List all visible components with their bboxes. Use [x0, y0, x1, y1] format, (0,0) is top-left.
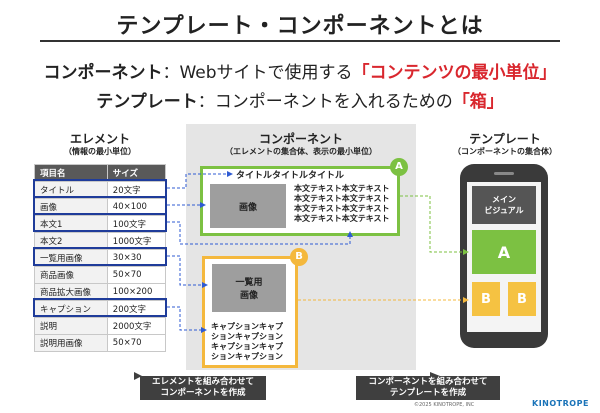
title-divider [40, 40, 560, 42]
note-line: コンポーネントを組み合わせて [368, 377, 488, 387]
definition-bracket-close: 」 [486, 92, 504, 112]
component-a-body-line: 本文テキスト本文テキスト [294, 204, 390, 213]
main-visual-label: メイン [492, 195, 516, 204]
element-name: タイトル [34, 181, 108, 199]
component-a-body-line: 本文テキスト本文テキスト [294, 214, 390, 223]
template-slot-b2: B [508, 282, 536, 316]
note-element-to-component: エレメントを組み合わせて コンポーネントを作成 [140, 376, 266, 400]
element-name: 商品拡大画像 [34, 283, 108, 301]
definition-template: テンプレート：コンポーネントを入れるための「箱」 [0, 87, 600, 112]
definition-term: テンプレート [96, 92, 198, 112]
component-a-title: タイトルタイトルタイトル [236, 171, 345, 181]
elements-heading: エレメント [69, 132, 130, 146]
component-b-caption-line: キャプションキャプ [211, 322, 283, 331]
component-b-caption-line: ションキャプション [211, 332, 283, 341]
element-size: 100×200 [106, 283, 167, 301]
connector-a-to-template [400, 195, 469, 255]
connector-caption [167, 306, 207, 333]
template-slot-a: A [472, 230, 536, 274]
element-name: 本文1 [34, 215, 108, 233]
note-line: コンポーネントを作成 [160, 388, 246, 398]
element-size: 50×70 [106, 334, 167, 352]
element-name: 商品画像 [34, 266, 108, 284]
definition-bracket-open: 「 [452, 92, 470, 112]
brand-logo: KINOTROPE [532, 399, 589, 408]
connector-title [167, 171, 233, 189]
element-size: 50×70 [106, 266, 167, 284]
component-b-caption: キャプションキャプ ションキャプション キャプションキャプ ションキャプション [211, 322, 283, 362]
highlight-list-image-row [33, 247, 167, 266]
definition-text: ：Webサイトで使用する [162, 63, 353, 83]
elements-subheading: （情報の最小単位） [64, 147, 136, 156]
highlight-body-row [33, 213, 167, 232]
component-b-image: 一覧用 画像 [212, 264, 286, 312]
component-b-caption-line: キャプションキャプ [211, 342, 283, 351]
copyright: ©2025 KINOTROPE, INC [414, 402, 475, 408]
main-visual-block: メイン ビジュアル [472, 186, 536, 224]
definition-term: コンポーネント [43, 63, 163, 83]
definition-bracket-close: 」 [539, 63, 557, 83]
note-line: テンプレートを作成 [389, 388, 467, 398]
component-a-body-line: 本文テキスト本文テキスト [294, 194, 390, 203]
note-line: エレメントを組み合わせて [151, 377, 254, 387]
definition-bracket-open: 「 [352, 63, 370, 83]
element-size: 1000文字 [106, 232, 167, 250]
element-name: 説明用画像 [34, 334, 108, 352]
component-a-body-line: 本文テキスト本文テキスト [294, 184, 390, 193]
component-a-image-label: 画像 [238, 202, 257, 213]
note-component-to-template: コンポーネントを組み合わせて テンプレートを作成 [356, 376, 500, 400]
component-b-badge: B [290, 248, 308, 266]
connector-body [167, 221, 353, 245]
element-size: 30×30 [106, 249, 167, 267]
element-name: 本文2 [34, 232, 108, 250]
definition-emphasis: 箱 [469, 92, 487, 112]
template-heading: テンプレート [469, 132, 541, 146]
definition-component: コンポーネント：Webサイトで使用する「コンテンツの最小単位」 [0, 58, 600, 83]
template-slot-b1: B [472, 282, 500, 316]
component-b-caption-line: ションキャプション [211, 352, 283, 361]
component-a-body: 本文テキスト本文テキスト 本文テキスト本文テキスト 本文テキスト本文テキスト 本… [294, 184, 390, 224]
definition-emphasis: コンテンツの最小単位 [369, 63, 540, 83]
element-name: 説明 [34, 317, 108, 335]
component-b-image-label: 画像 [239, 291, 258, 301]
component-a-badge: A [390, 158, 408, 176]
definition-text: ：コンポーネントを入れるための [197, 92, 453, 112]
components-subheading: （エレメントの集合体、表示の最小単位） [225, 147, 377, 156]
note-left-pointer [134, 372, 142, 380]
highlight-caption-row [33, 298, 167, 317]
element-size: 20文字 [106, 181, 167, 199]
connector-list-image [167, 255, 208, 288]
page-title: テンプレート・コンポーネントとは [116, 14, 484, 39]
phone-speaker [494, 172, 514, 175]
template-subheading: （コンポーネントの集合体） [453, 147, 557, 156]
main-visual-label: ビジュアル [484, 206, 524, 215]
components-heading: コンポーネント [258, 132, 343, 146]
component-b-image-label: 一覧用 [235, 278, 263, 288]
component-a-image: 画像 [210, 184, 286, 228]
